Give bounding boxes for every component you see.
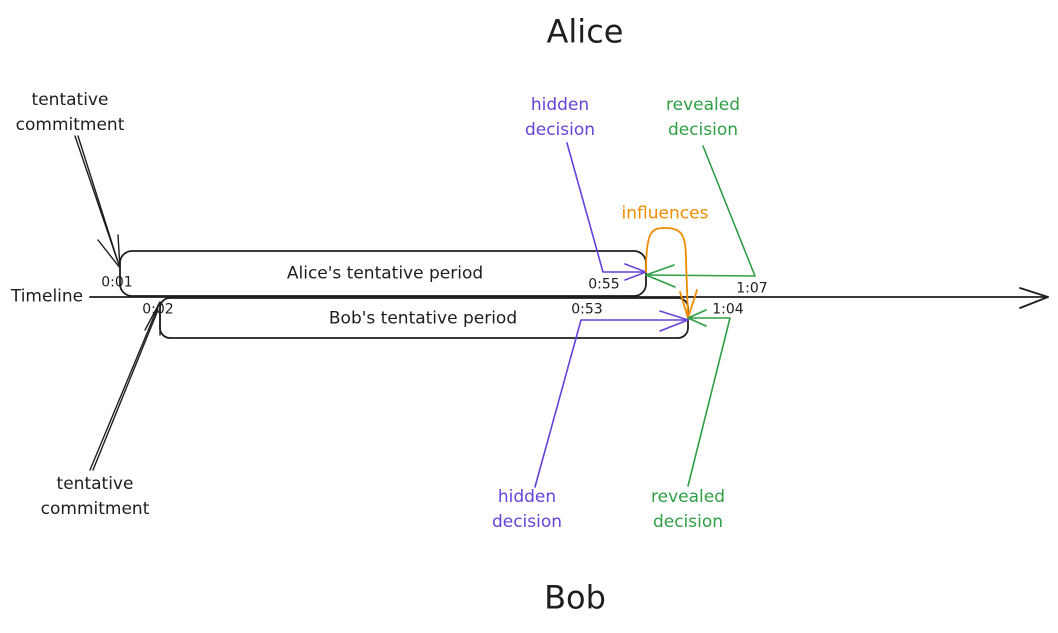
revealed-bottom-label: revealed decision <box>651 485 725 535</box>
commit-bottom-arrow <box>89 301 161 471</box>
bob-period-label: Bob's tentative period <box>328 308 518 329</box>
label-line: decision <box>524 120 596 140</box>
label-line: tentative <box>56 474 134 494</box>
label-line: hidden <box>497 487 557 507</box>
label-line: commitment <box>40 499 150 519</box>
label-line: tentative <box>31 90 109 110</box>
alice-title: Alice <box>546 12 624 51</box>
label-line: revealed <box>651 487 725 507</box>
label-line: commitment <box>15 115 125 135</box>
time-bob-hidden: 0:53 <box>571 301 603 318</box>
alice-period-label: Alice's tentative period <box>286 263 484 284</box>
commit-bottom-label: tentative commitment <box>41 472 150 522</box>
timeline-label: Timeline <box>10 286 84 307</box>
revealed-top-label: revealed decision <box>666 93 740 143</box>
bob-revealed-arrow <box>687 309 731 487</box>
time-alice-start: 0:01 <box>101 274 133 291</box>
time-alice-revealed: 1:07 <box>736 280 768 297</box>
hidden-top-label: hidden decision <box>525 93 595 143</box>
label-line: decision <box>667 120 739 140</box>
label-line: decision <box>652 512 724 532</box>
commit-top-label: tentative commitment <box>16 88 125 138</box>
bob-title: Bob <box>544 578 606 617</box>
label-line: decision <box>491 512 563 532</box>
label-line: revealed <box>666 95 740 115</box>
time-bob-start: 0:02 <box>142 301 174 318</box>
alice-revealed-arrow <box>645 145 756 288</box>
influences-label: influences <box>621 203 709 224</box>
time-alice-hidden: 0:55 <box>588 276 620 293</box>
label-line: hidden <box>530 95 590 115</box>
bob-hidden-arrow <box>534 310 689 488</box>
hidden-bottom-label: hidden decision <box>492 485 562 535</box>
timeline-arrow <box>89 287 1049 309</box>
time-bob-revealed: 1:04 <box>712 301 744 318</box>
alice-period-box <box>119 250 647 297</box>
commit-top-arrow <box>74 135 121 269</box>
